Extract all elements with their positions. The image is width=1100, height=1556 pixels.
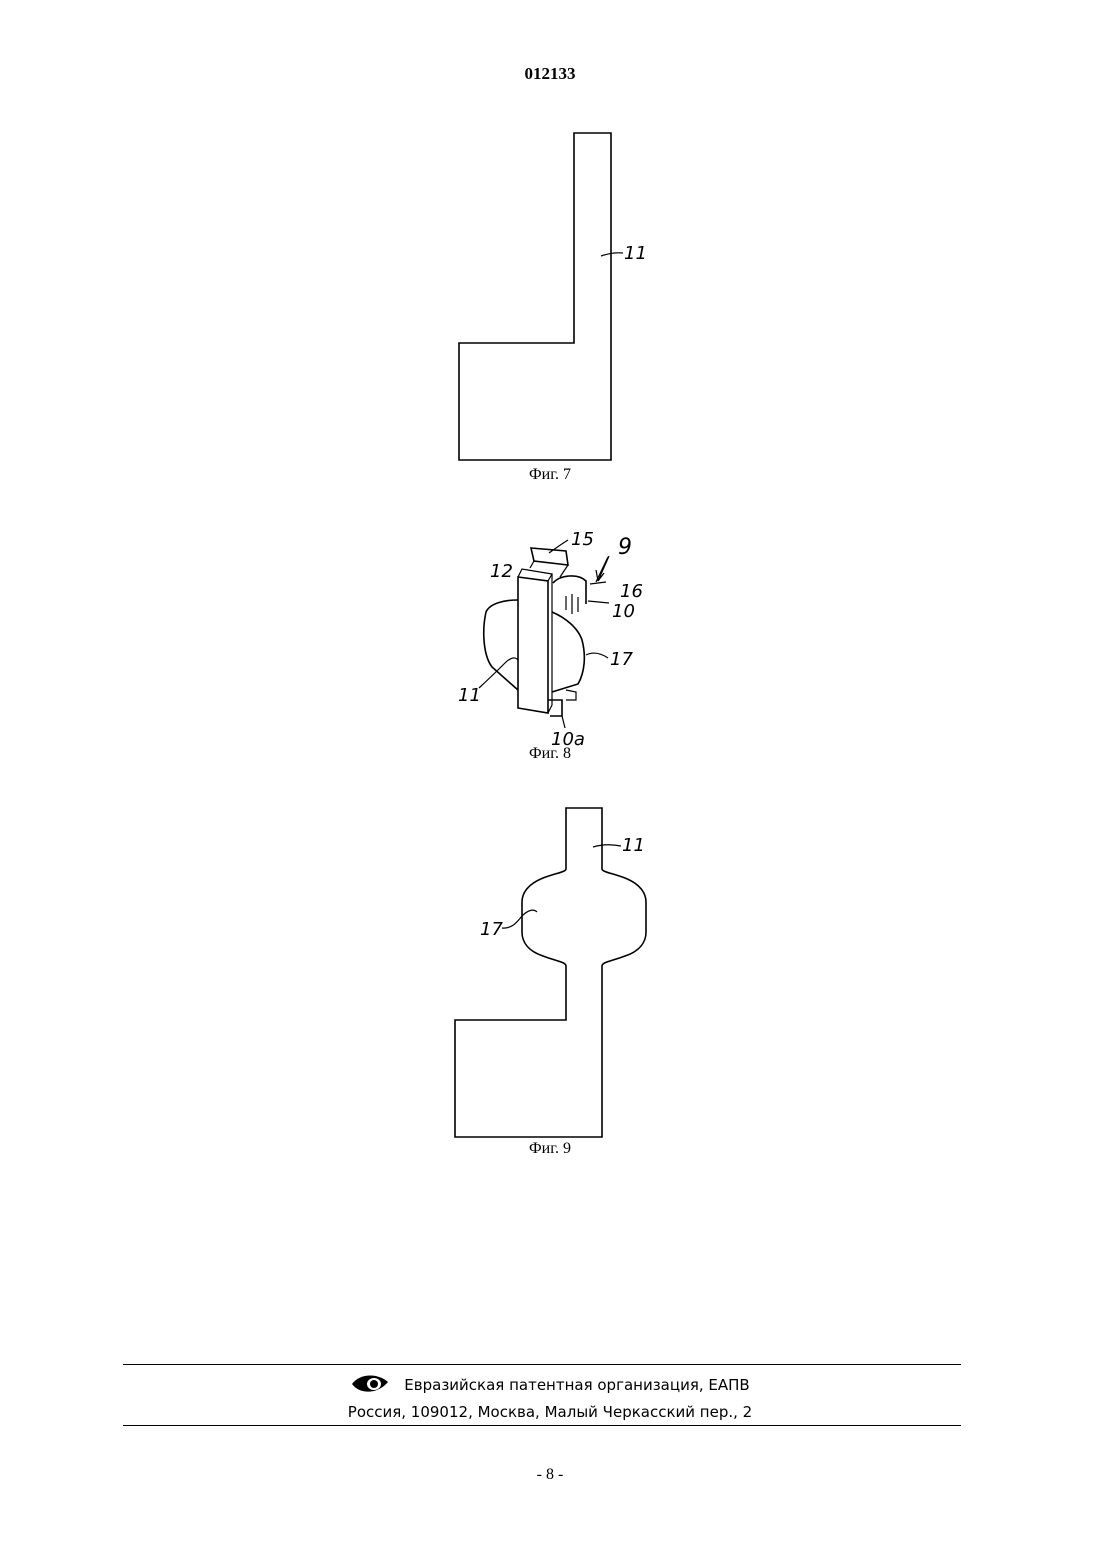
fig9-outline [455, 808, 646, 1137]
footer-rule-bottom [123, 1425, 961, 1426]
footer-address: Россия, 109012, Москва, Малый Черкасский… [0, 1403, 1100, 1421]
footer-organization: Евразийская патентная организация, ЕАПВ [404, 1376, 749, 1394]
fig9-ref-17: 17 [480, 919, 503, 940]
page-number: - 8 - [0, 1466, 1100, 1484]
fig9-ref-11: 11 [622, 835, 645, 856]
figure-9-drawing: 11 17 [0, 0, 1100, 1150]
footer-organization-line: Евразийская патентная организация, ЕАПВ [0, 1373, 1100, 1395]
footer-rule-top [123, 1364, 961, 1365]
figure-9-caption: Фиг. 9 [0, 1140, 1100, 1158]
eapo-eye-logo-icon [350, 1373, 390, 1395]
